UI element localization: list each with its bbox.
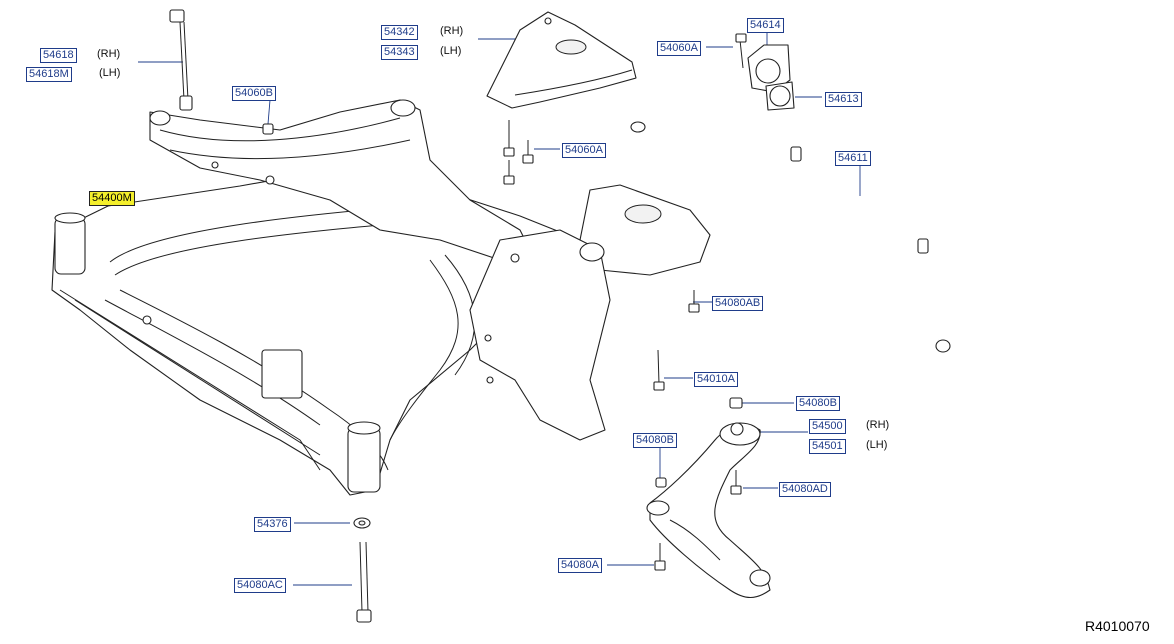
- label-54080ab[interactable]: 54080AB: [712, 296, 764, 311]
- label-54376[interactable]: 54376: [254, 517, 291, 532]
- side-lh-54501: (LH): [866, 439, 888, 451]
- reference-code: R4010070: [1085, 618, 1150, 634]
- side-rh-54618: (RH): [97, 48, 121, 60]
- bracket-drawing: [486, 11, 637, 109]
- label-54500[interactable]: 54500: [809, 419, 846, 434]
- label-54060b[interactable]: 54060B: [232, 86, 276, 101]
- label-54618[interactable]: 54618: [40, 48, 77, 63]
- suspension-member-drawing: [51, 99, 711, 496]
- leader-lines: [138, 30, 861, 586]
- label-54611[interactable]: 54611: [835, 151, 871, 166]
- side-rh-54500: (RH): [866, 419, 890, 431]
- label-54080ad[interactable]: 54080AD: [779, 482, 831, 497]
- side-lh-54343: (LH): [440, 45, 462, 57]
- label-54613[interactable]: 54613: [825, 92, 862, 107]
- connecting-rod-drawing: [169, 9, 193, 111]
- label-54343[interactable]: 54343: [381, 45, 418, 60]
- label-54400m[interactable]: 54400M: [89, 191, 135, 206]
- transverse-link-drawing: [646, 422, 771, 599]
- label-54501[interactable]: 54501: [809, 439, 846, 454]
- label-54342[interactable]: 54342: [381, 25, 418, 40]
- side-lh-54618m: (LH): [99, 67, 121, 79]
- label-54010a[interactable]: 54010A: [694, 372, 738, 387]
- label-54080b-right[interactable]: 54080B: [796, 396, 840, 411]
- label-54060a-mid[interactable]: 54060A: [562, 143, 606, 158]
- bolts-drawing: [262, 120, 743, 623]
- bushing-drawing: [735, 33, 795, 111]
- stabilizer-bar-drawing: [630, 111, 951, 353]
- label-54618m[interactable]: 54618M: [26, 67, 72, 82]
- label-54080b-left[interactable]: 54080B: [633, 433, 677, 448]
- label-54080ac[interactable]: 54080AC: [234, 578, 286, 593]
- label-54080a[interactable]: 54080A: [558, 558, 602, 573]
- label-54060a-top[interactable]: 54060A: [657, 41, 701, 56]
- side-rh-54342: (RH): [440, 25, 464, 37]
- label-54614[interactable]: 54614: [747, 18, 784, 33]
